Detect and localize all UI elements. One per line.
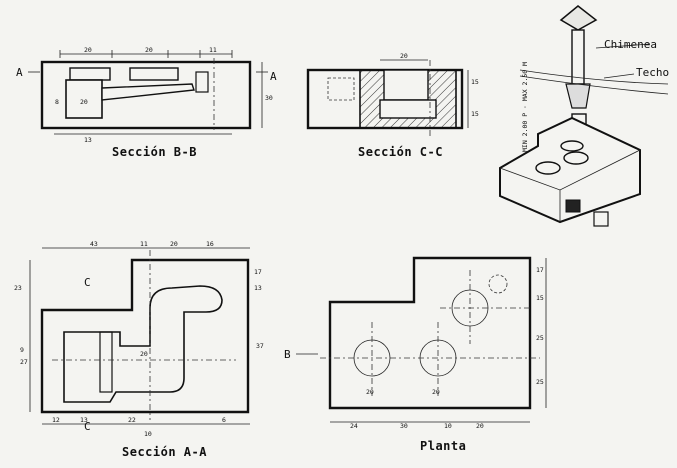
section-aa-dim: 16 [206, 240, 214, 248]
section-aa-dim: 22 [128, 416, 136, 424]
chimney-cap [559, 5, 598, 31]
section-aa-caption: Sección A-A [122, 445, 207, 459]
section-aa-dim: 43 [90, 240, 98, 248]
section-bb-dim: 8 [55, 98, 59, 106]
planta-dim: 30 [400, 422, 408, 430]
planta-dim: 20 [366, 388, 374, 396]
section-cc-view: 20 15 15 Sección C-C [306, 52, 479, 159]
section-aa-dim: 9 [20, 346, 24, 354]
planta-dim: 10 [444, 422, 452, 430]
techo-label: Techo [636, 66, 669, 79]
section-aa-dim: 13 [80, 416, 88, 424]
section-cc-dim: 20 [400, 52, 408, 60]
planta-view: B 20 20 17 15 25 25 24 30 10 20 Planta [284, 256, 547, 453]
section-aa-dim: 17 [254, 268, 262, 276]
section-aa-dim: 37 [256, 342, 264, 350]
planta-cut-mark: B [284, 348, 291, 361]
section-cc-dim: 15 [471, 110, 479, 118]
section-cc-caption: Sección C-C [358, 145, 443, 159]
planta-caption: Planta [420, 439, 466, 453]
section-bb-dim: 20 [80, 98, 88, 106]
section-bb-body [40, 60, 252, 130]
section-bb-flue [101, 83, 195, 101]
chimenea-label: Chimenea [604, 38, 657, 51]
planta-dim: 25 [536, 378, 544, 386]
section-aa-body [40, 258, 250, 414]
section-aa-cavity [63, 285, 223, 403]
planta-dim: 20 [476, 422, 484, 430]
planta-outline [328, 256, 532, 410]
section-bb-cut-left: A [16, 66, 23, 79]
isometric-view: Chimenea Techo MIN 2.00 P · MAX 2.50 M [499, 5, 669, 227]
section-aa-dim: 6 [222, 416, 226, 424]
section-aa-dim: 13 [254, 284, 262, 292]
section-bb-dim: 11 [209, 46, 217, 54]
chimney-pipe [571, 29, 585, 85]
section-bb-dim: 13 [84, 136, 92, 144]
planta-dim: 25 [536, 334, 544, 342]
section-bb-cut-right: A [270, 70, 277, 83]
section-aa-dim: 10 [144, 430, 152, 438]
planta-dim: 24 [350, 422, 358, 430]
section-bb-chamber [65, 79, 103, 119]
section-bb-caption: Sección B-B [112, 145, 197, 159]
section-aa-dim: 12 [52, 416, 60, 424]
section-bb-view: A A 20 20 11 20 8 30 13 Sección B-B [16, 46, 277, 159]
section-bb-dim: 30 [265, 94, 273, 102]
section-aa-cut-top: C [84, 276, 91, 289]
section-aa-dim: 20 [170, 240, 178, 248]
height-note: MIN 2.00 P · MAX 2.50 M [521, 62, 529, 152]
planta-dim: 17 [536, 266, 544, 274]
section-bb-dim: 20 [145, 46, 153, 54]
planta-dim: 15 [536, 294, 544, 302]
section-aa-dim: 20 [140, 350, 148, 358]
section-aa-dim: 23 [14, 284, 22, 292]
section-aa-cut-bottom: C [84, 420, 91, 433]
section-aa-dim: 11 [140, 240, 148, 248]
section-aa-view: C C 43 11 20 16 23 13 17 9 27 20 37 12 1… [14, 240, 264, 459]
section-bb-dim: 20 [84, 46, 92, 54]
planta-dim: 20 [432, 388, 440, 396]
section-aa-dim: 27 [20, 358, 28, 366]
section-cc-dim: 15 [471, 78, 479, 86]
